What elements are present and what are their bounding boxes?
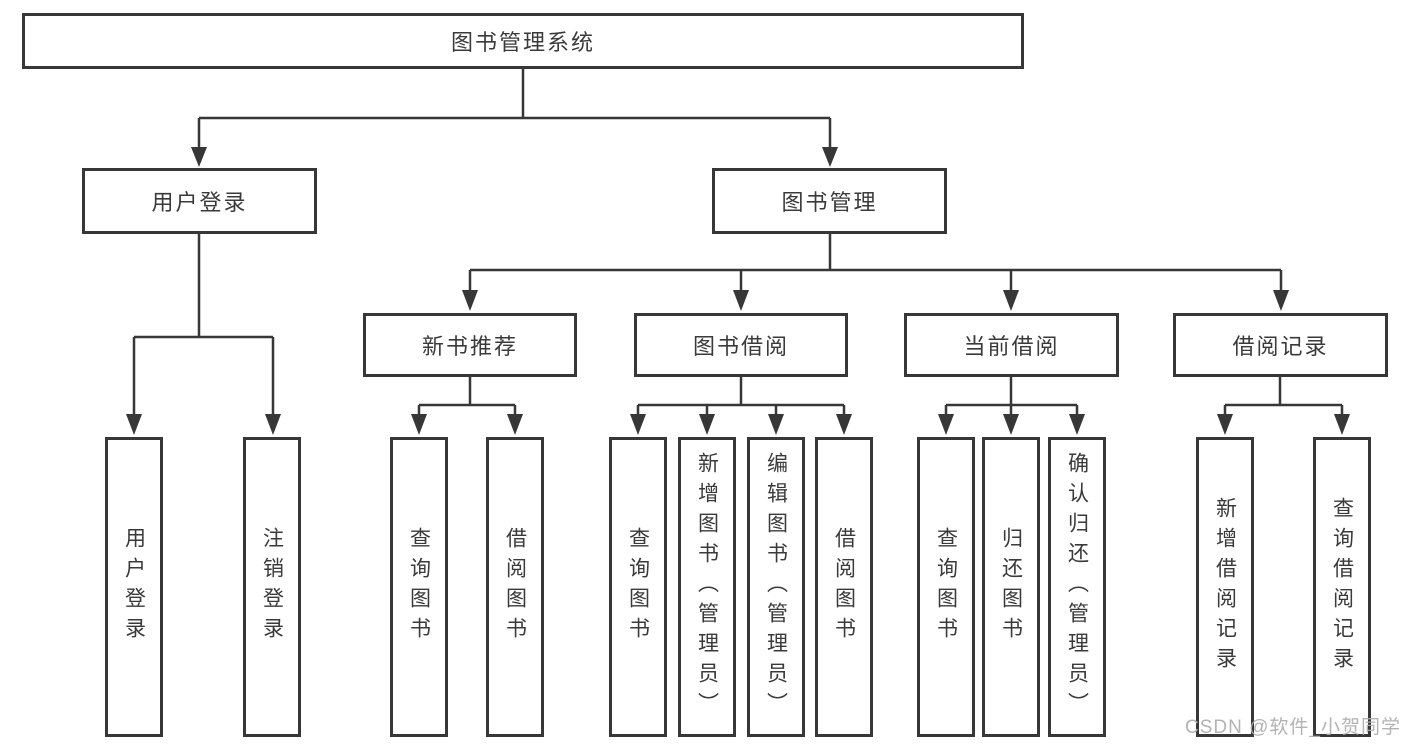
watermark: CSDN @软件_小贺同学 [1185, 717, 1401, 738]
leaf-query-books-1-label: 查询图书 [407, 527, 431, 647]
leaf-borrow-books-1: 借阅图书 [486, 437, 544, 737]
leaf-confirm-return-admin-label: 确认归还（管理员） [1065, 452, 1089, 722]
node-user-login: 用户登录 [82, 168, 317, 234]
leaf-return-books-label: 归还图书 [999, 527, 1023, 647]
leaf-borrow-books-2: 借阅图书 [815, 437, 873, 737]
leaf-add-book-admin-label: 新增图书（管理员） [695, 452, 719, 722]
arrowhead-icons [126, 147, 1350, 435]
node-book-management: 图书管理 [712, 168, 947, 234]
node-new-book-recommend: 新书推荐 [363, 313, 577, 377]
node-current-borrow-label: 当前借阅 [963, 334, 1060, 359]
leaf-query-borrow-record: 查询借阅记录 [1313, 437, 1371, 737]
node-root-label: 图书管理系统 [450, 30, 595, 55]
leaf-query-borrow-record-label: 查询借阅记录 [1330, 497, 1354, 677]
leaf-user-login: 用户登录 [105, 437, 163, 737]
leaf-query-books-3: 查询图书 [917, 437, 975, 737]
node-borrow-records: 借阅记录 [1173, 313, 1388, 377]
leaf-query-books-2: 查询图书 [609, 437, 667, 737]
node-borrow-records-label: 借阅记录 [1232, 334, 1329, 359]
leaf-borrow-books-1-label: 借阅图书 [503, 527, 527, 647]
leaf-add-borrow-record: 新增借阅记录 [1196, 437, 1254, 737]
node-book-borrow-label: 图书借阅 [692, 334, 789, 359]
leaf-logout: 注销登录 [243, 437, 301, 737]
node-new-book-recommend-label: 新书推荐 [421, 334, 518, 359]
leaf-query-books-1: 查询图书 [390, 437, 448, 737]
leaf-query-books-2-label: 查询图书 [626, 527, 650, 647]
leaf-edit-book-admin: 编辑图书（管理员） [747, 437, 805, 737]
node-book-management-label: 图书管理 [781, 190, 878, 215]
leaf-logout-label: 注销登录 [260, 527, 284, 647]
leaf-borrow-books-2-label: 借阅图书 [832, 527, 856, 647]
leaf-confirm-return-admin: 确认归还（管理员） [1048, 437, 1106, 737]
node-root: 图书管理系统 [22, 13, 1024, 69]
leaf-query-books-3-label: 查询图书 [934, 527, 958, 647]
node-book-borrow: 图书借阅 [634, 313, 848, 377]
leaf-return-books: 归还图书 [982, 437, 1040, 737]
node-current-borrow: 当前借阅 [904, 313, 1119, 377]
node-user-login-label: 用户登录 [151, 190, 248, 215]
leaf-user-login-label: 用户登录 [122, 527, 146, 647]
leaf-add-borrow-record-label: 新增借阅记录 [1213, 497, 1237, 677]
leaf-edit-book-admin-label: 编辑图书（管理员） [764, 452, 788, 722]
leaf-add-book-admin: 新增图书（管理员） [678, 437, 736, 737]
